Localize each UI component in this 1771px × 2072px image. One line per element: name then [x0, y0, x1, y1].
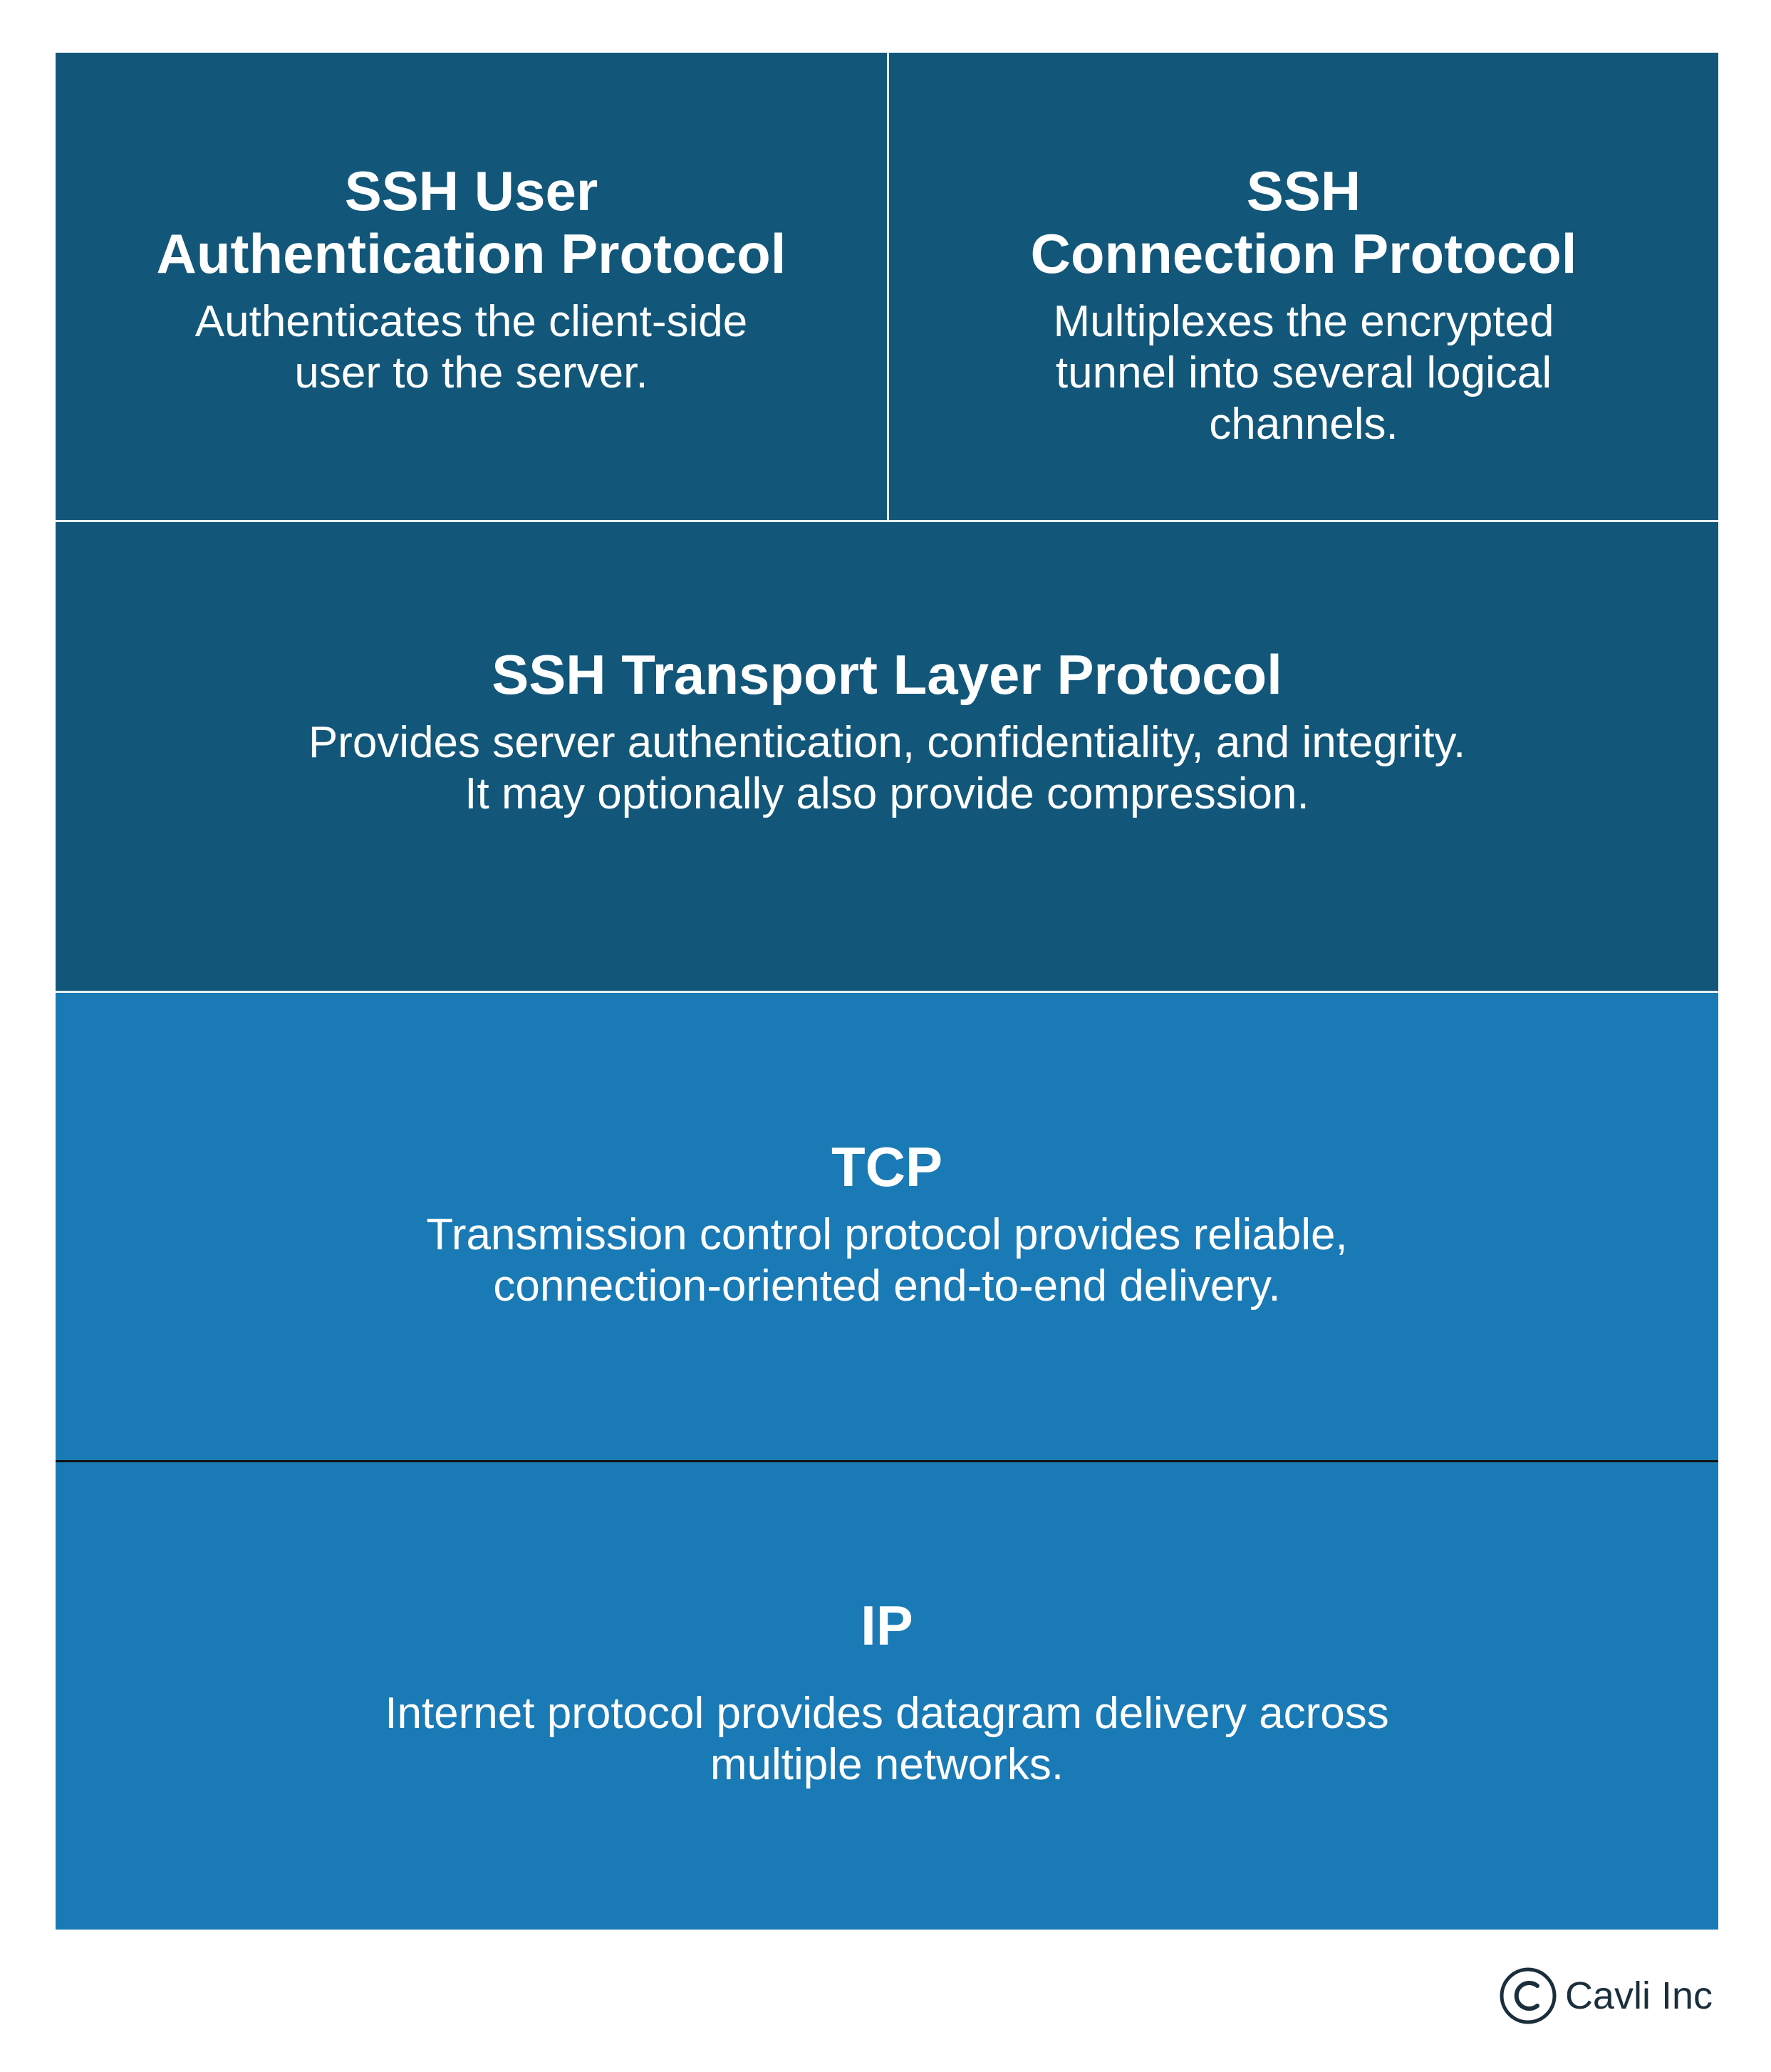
brand-watermark: Cavli Inc [1498, 1966, 1713, 2026]
user-auth-title: SSH User Authentication Protocol [156, 160, 786, 285]
ip-description: Internet protocol provides datagram deli… [385, 1689, 1389, 1789]
user-auth-description: Authenticates the client-side user to th… [194, 297, 748, 397]
tcp-description: Transmission control protocol provides r… [426, 1210, 1348, 1311]
connection-description: Multiplexes the encrypted tunnel into se… [1053, 297, 1554, 449]
transport-title: SSH Transport Layer Protocol [492, 643, 1282, 706]
tcp-title: TCP [831, 1135, 942, 1198]
transport-layer: SSH Transport Layer Protocol Provides se… [56, 522, 1718, 991]
transport-description: Provides server authentication, confiden… [308, 718, 1466, 818]
brand-name: Cavli Inc [1564, 1974, 1713, 2017]
copyright-c-icon [1500, 1967, 1557, 2024]
connection-layer: SSH Connection Protocol Multiplexes the … [887, 53, 1718, 520]
transport-row: SSH Transport Layer Protocol Provides se… [56, 520, 1718, 991]
tcp-layer: TCP Transmission control protocol provid… [56, 993, 1718, 1460]
tcp-row: TCP Transmission control protocol provid… [56, 991, 1718, 1460]
ip-layer: IP Internet protocol provides datagram d… [56, 1462, 1718, 1930]
connection-title: SSH Connection Protocol [1030, 160, 1577, 285]
ssh-application-row: SSH User Authentication Protocol Authent… [56, 53, 1718, 520]
user-auth-layer: SSH User Authentication Protocol Authent… [56, 53, 887, 520]
protocol-stack-diagram: SSH User Authentication Protocol Authent… [56, 53, 1718, 1930]
ip-row: IP Internet protocol provides datagram d… [56, 1460, 1718, 1930]
ip-title: IP [861, 1594, 913, 1657]
